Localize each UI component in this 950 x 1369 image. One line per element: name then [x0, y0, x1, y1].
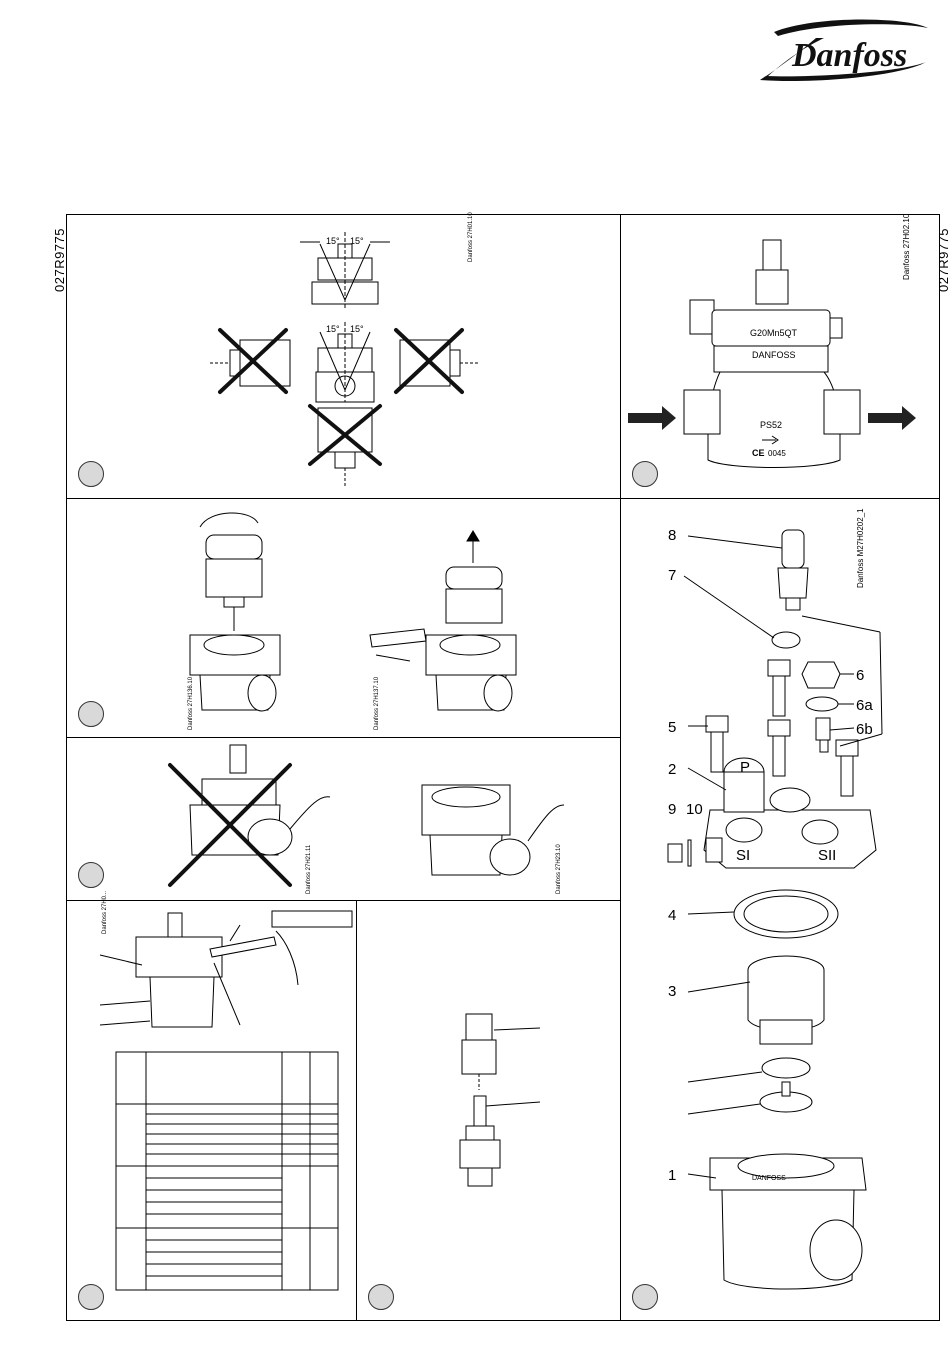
pilot-plug-drawing — [440, 1010, 550, 1200]
part-label-5: 5 — [668, 719, 676, 736]
ref-p1: Danfoss 27H01.10 — [468, 212, 475, 262]
divider-vertical-main — [620, 214, 621, 1321]
danfoss-logo: Danfoss — [752, 14, 932, 84]
port-label-s1: SI — [736, 847, 750, 864]
brand-text: Danfoss — [791, 37, 907, 74]
angle-label-1: 15° — [326, 236, 340, 246]
port-label-p: P — [740, 759, 750, 776]
step-circle-5 — [78, 862, 104, 888]
step-circle-1 — [78, 461, 104, 487]
part-label-6a: 6a — [856, 697, 873, 714]
part-label-1: 1 — [668, 1167, 676, 1184]
angle-label-2: 15° — [350, 236, 364, 246]
torque-drawing — [90, 905, 355, 1035]
ref-p3b: Danfoss 27H137.10 — [374, 677, 381, 730]
divider-vertical-bottom — [356, 900, 357, 1321]
body-mark: DANFOSS — [752, 1175, 786, 1182]
divider-row2 — [66, 737, 620, 738]
part-label-6b: 6b — [856, 721, 873, 738]
part-label-6: 6 — [856, 667, 864, 684]
ref-p3a: Danfoss 27H136.10 — [188, 677, 195, 730]
part-label-7: 7 — [668, 567, 676, 584]
angle-label-4: 15° — [350, 324, 364, 334]
valve-ce: 0045 — [768, 449, 786, 458]
part-label-9: 9 — [668, 801, 676, 818]
step-circle-3 — [78, 701, 104, 727]
divider-row1 — [66, 498, 940, 499]
angle-label-3: 15° — [326, 324, 340, 334]
part-label-2: 2 — [668, 761, 676, 778]
insert-removal-drawings — [170, 505, 550, 730]
svg-text:CE: CE — [752, 448, 765, 458]
ref-p4: Danfoss M27H0202_1 — [856, 508, 866, 588]
part-label-10: 10 — [686, 801, 703, 818]
step-circle-6 — [78, 1284, 104, 1310]
port-label-s2: SII — [818, 847, 836, 864]
part-label-8: 8 — [668, 527, 676, 544]
valve-maker: DANFOSS — [752, 350, 796, 360]
exploded-view-drawing: 8 7 6 6a 6b 5 2 P 9 10 SI SII 4 3 1 DANF… — [640, 520, 920, 1300]
part-label-4: 4 — [668, 907, 676, 924]
orientation-diagram: 15° 15° 15° 15° — [200, 230, 500, 490]
welding-drawings — [150, 745, 580, 895]
step-circle-7 — [368, 1284, 394, 1310]
doc-code-left: 027R9775 — [52, 228, 67, 292]
part-label-3: 3 — [668, 983, 676, 1000]
valve-material: G20Mn5QT — [750, 328, 798, 338]
valve-front-drawing: G20Mn5QT DANFOSS PS52 0045 CE — [628, 234, 928, 484]
ref-p5a: Danfoss 27H21.11 — [306, 845, 313, 894]
valve-pressure: PS52 — [760, 420, 782, 430]
ref-p5b: Danfoss 27H23.10 — [556, 844, 563, 894]
ref-p6: Danfoss 27H0... — [102, 891, 109, 934]
torque-table — [116, 1052, 338, 1290]
ref-p2: Danfoss 27H02.10 — [902, 214, 912, 280]
divider-row3 — [66, 900, 620, 901]
